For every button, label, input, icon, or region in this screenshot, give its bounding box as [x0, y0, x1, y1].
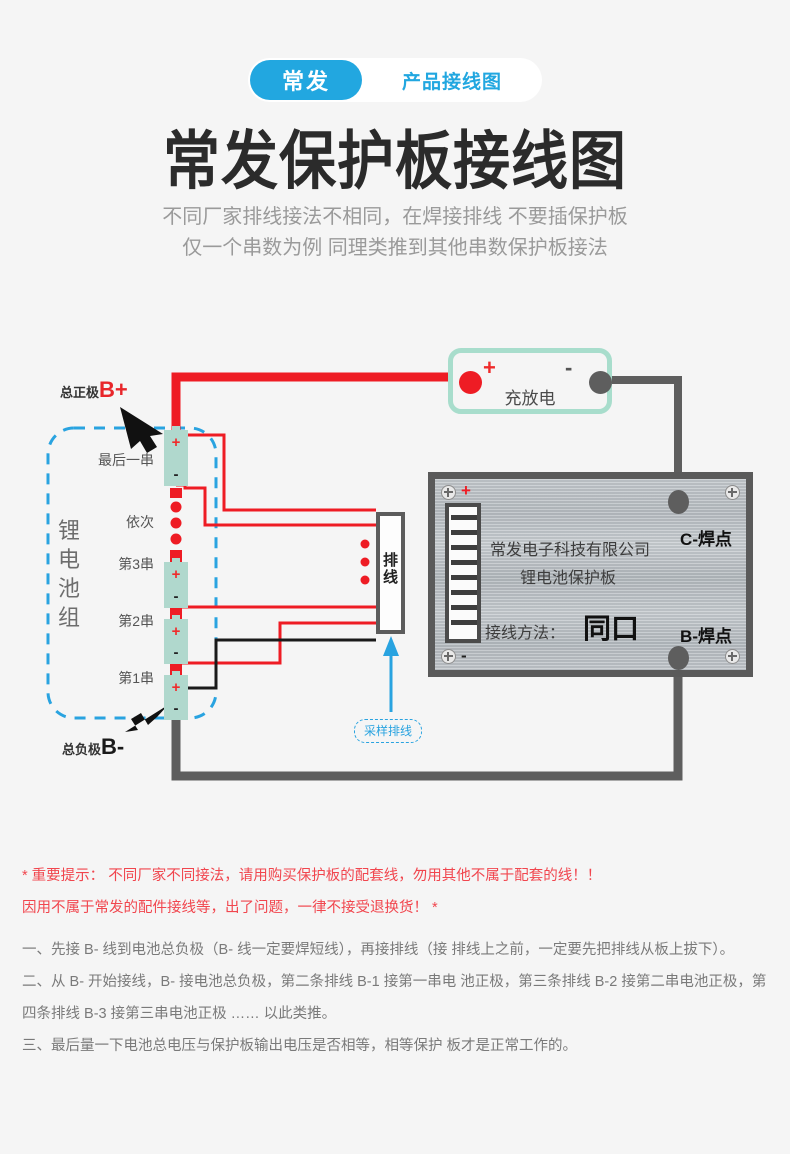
wire-charger-minus-to-c-pad — [600, 376, 682, 500]
wire-bminus-to-b-pad — [171, 660, 683, 781]
connector-pin — [451, 545, 477, 550]
sampling-wire-last-minus — [176, 483, 376, 527]
sampling-wire-last-plus — [176, 433, 376, 512]
terminal-negative-label: 总负极B- — [62, 734, 124, 760]
subtitle-line-1: 不同厂家排线接法不相同，在焊接排线 不要插保护板 — [162, 206, 628, 228]
cell-plus-sign: + — [171, 679, 181, 696]
solder-pad-b — [668, 646, 689, 670]
board-method-label: 接线方法： — [485, 625, 566, 642]
sampling-wire-cell1-minus — [176, 638, 376, 690]
badge-subtitle: 产品接线图 — [401, 71, 502, 93]
connector-pin — [451, 575, 477, 580]
board-screw-bottom-left — [441, 649, 456, 664]
board-ribbon-connector — [445, 503, 481, 643]
cell-minus-sign: - — [173, 588, 179, 605]
board-terminal-plus: + — [461, 481, 471, 500]
charge-box-minus-sign: - — [565, 355, 573, 380]
sampling-wire-cell2-minus — [176, 621, 376, 665]
cell-plus-sign: + — [171, 566, 181, 583]
terminal-positive-text: 总正极 — [60, 385, 100, 400]
cell-cap — [172, 615, 180, 619]
connector-pin — [451, 620, 477, 625]
bminus-pointer-arrow — [125, 705, 168, 732]
connector-pin — [451, 515, 477, 520]
cell-label-2: 第2串 — [118, 613, 154, 629]
battery-cell-3: + - — [164, 558, 188, 608]
cell-cap — [172, 558, 180, 562]
connector-pin — [451, 590, 477, 595]
note-item-1: 一、先接 B- 线到电池总负极（B- 线一定要焊短线），再接排线（接 排线上之前… — [22, 942, 735, 958]
ribbon-dots — [360, 539, 370, 585]
header-badge-bar: 常发 产品接线图 — [248, 58, 542, 102]
cell-minus-sign: - — [173, 466, 179, 483]
cell-plus-sign: + — [171, 623, 181, 640]
board-pad-c-label: C-焊点 — [680, 530, 732, 549]
connector-pin — [451, 530, 477, 535]
connector-pin — [451, 560, 477, 565]
terminal-negative-text: 总负极 — [62, 742, 102, 757]
cell-label-3: 第3串 — [118, 556, 154, 572]
cell-minus-sign: - — [173, 700, 179, 717]
ribbon-cable-block: 排 线 — [376, 512, 405, 634]
brand-badge: 常发 — [250, 60, 362, 100]
note-item-3: 三、最后量一下电池总电压与保护板输出电压是否相等，相等保护 板才是正常工作的。 — [22, 1038, 578, 1054]
page-title: 常发保护板接线图 — [163, 124, 627, 199]
connector-pin — [451, 605, 477, 610]
ribbon-label-line1: 排 — [382, 552, 398, 569]
page-subtitle: 不同厂家排线接法不相同，在焊接排线 不要插保护板 仅一个串数为例 同理类推到其他… — [0, 202, 790, 264]
battery-cell-last: + - — [164, 426, 188, 486]
bplus-pointer-arrow — [120, 407, 163, 453]
charge-box-negative-terminal-dot — [589, 371, 612, 394]
board-terminal-minus: - — [461, 646, 467, 665]
cell-cap — [172, 426, 180, 430]
charge-box-label: 充放电 — [504, 389, 556, 408]
board-screw-bottom-right — [725, 649, 740, 664]
note-item-2: 二、从 B- 开始接线，B- 接电池总负极，第二条排线 B-1 接第一串电 池正… — [22, 974, 767, 1022]
board-screw-top-left — [441, 485, 456, 500]
protection-board: + - 常发电子科技有限公司 锂电池保护板 接线方法： 同口 C-焊点 B-焊点 — [428, 472, 753, 677]
cell-label-sequence: 依次 — [126, 514, 154, 530]
solder-pad-c — [668, 490, 689, 514]
notes-section: * 重要提示： 不同厂家不同接法，请用购买保护板的配套线，勿用其他不属于配套的线… — [0, 860, 790, 1062]
board-product-name: 锂电池保护板 — [520, 570, 617, 587]
battery-pack-label: 锂电池组 — [52, 516, 86, 632]
cell-label-last: 最后一串 — [98, 452, 154, 468]
battery-cell-1: + - — [164, 671, 188, 720]
ellipsis-cell-dots — [170, 488, 182, 562]
cell-cap — [172, 671, 180, 675]
warning-line-2: 因用不属于常发的配件接线等，出了问题，一律不接受退换货！ * — [22, 900, 438, 916]
charge-box-positive-terminal-dot — [459, 371, 482, 394]
board-screw-top-right — [725, 485, 740, 500]
cell-plus-sign: + — [171, 434, 181, 451]
cell-label-1: 第1串 — [118, 670, 154, 686]
cell-minus-sign: - — [173, 644, 179, 661]
battery-pack-label-text: 锂电池组 — [57, 518, 80, 630]
warning-line-1: * 重要提示： 不同厂家不同接法，请用购买保护板的配套线，勿用其他不属于配套的线… — [22, 868, 602, 884]
board-company-name: 常发电子科技有限公司 — [490, 542, 651, 559]
terminal-negative-symbol: B- — [101, 734, 125, 759]
callout-arrow-head — [383, 636, 399, 656]
terminal-positive-label: 总正极B+ — [60, 377, 128, 403]
board-method-value: 同口 — [583, 613, 640, 644]
charge-box-plus-sign: + — [483, 355, 496, 380]
battery-cell-2: + - — [164, 615, 188, 664]
terminal-positive-symbol: B+ — [99, 377, 128, 402]
notes-spacer — [0, 924, 790, 934]
wiring-diagram: + - + - + - + - 最后一串 依次 第3串 第2串 第1串 锂电池组 — [0, 320, 790, 820]
ribbon-label-line2: 线 — [382, 569, 398, 586]
sampling-cable-callout: 采样排线 — [354, 719, 423, 743]
wire-bplus-to-charger — [171, 372, 468, 430]
subtitle-line-2: 仅一个串数为例 同理类推到其他串数保护板接法 — [182, 237, 608, 259]
battery-pack-boundary — [46, 426, 218, 720]
board-pad-b-label: B-焊点 — [680, 627, 732, 646]
